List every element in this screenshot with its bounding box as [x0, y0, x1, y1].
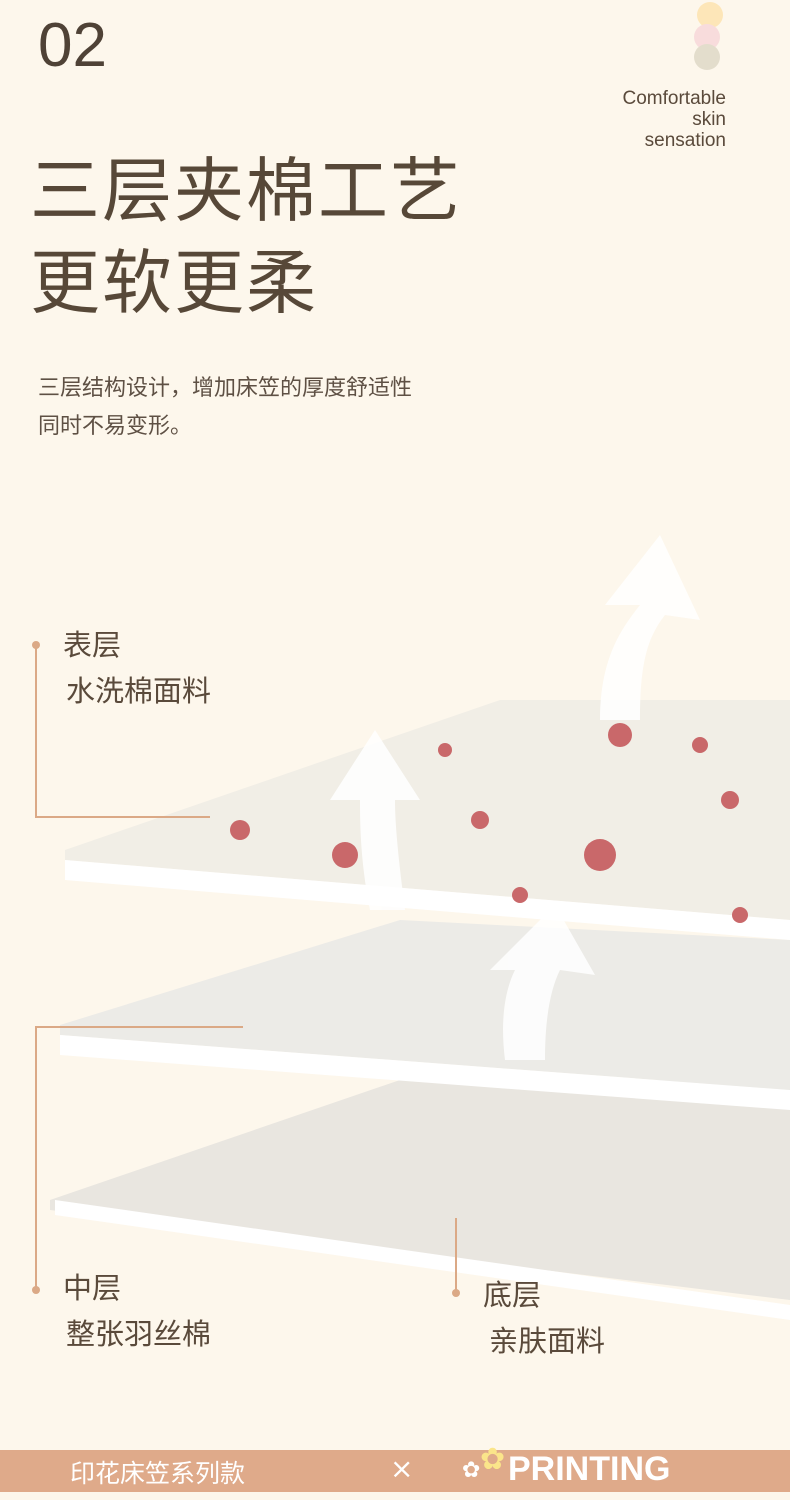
callout-line — [35, 1026, 37, 1288]
callout-line — [35, 816, 210, 818]
decor-dot — [694, 44, 720, 70]
middle-layer-edge — [60, 1035, 790, 1110]
page-title: 三层夹棉工艺 更软更柔 — [30, 145, 462, 329]
bottom-layer-edge — [55, 1200, 790, 1320]
bottom-layer-label: 底层 亲肤面料 — [483, 1272, 605, 1364]
flower-icon: ✿ — [462, 1458, 481, 1483]
title-line: 三层夹棉工艺 — [30, 150, 462, 232]
layer-material: 亲肤面料 — [489, 1324, 606, 1358]
layer-material: 整张羽丝棉 — [66, 1317, 212, 1351]
flower-icon: ✿ — [480, 1442, 506, 1477]
description-line: 三层结构设计，增加床笠的厚度舒适性 — [38, 376, 413, 401]
layer-material: 水洗棉面料 — [66, 674, 212, 708]
tagline-line: sensation — [644, 130, 726, 151]
middle-layer — [60, 920, 790, 1090]
series-banner: 印花床笠系列款 × ✿ ✿ PRINTING — [0, 1442, 790, 1492]
middle-layer-label: 中层 整张羽丝棉 — [63, 1265, 211, 1357]
floral-pattern — [230, 723, 748, 923]
tagline: Comfortable skin sensation — [623, 88, 727, 151]
top-layer-label: 表层 水洗棉面料 — [63, 622, 211, 714]
callout-dot — [32, 1286, 40, 1294]
arrow-icons — [330, 535, 700, 1060]
layer-name: 底层 — [483, 1278, 542, 1312]
description-line: 同时不易变形。 — [38, 414, 193, 439]
series-name: 印花床笠系列款 — [70, 1459, 246, 1488]
callout-line — [35, 645, 37, 817]
layers-illustration — [50, 535, 790, 1320]
bottom-layer — [50, 1080, 790, 1300]
layer-name: 中层 — [63, 1271, 122, 1305]
tagline-line: skin — [692, 109, 726, 130]
section-number: 02 — [38, 11, 107, 80]
layer-name: 表层 — [63, 628, 122, 662]
printing-label: PRINTING — [508, 1450, 671, 1488]
description: 三层结构设计，增加床笠的厚度舒适性 同时不易变形。 — [38, 370, 412, 446]
tagline-line: Comfortable — [622, 88, 727, 109]
callout-line — [455, 1218, 457, 1293]
separator: × — [390, 1452, 414, 1485]
callout-line — [35, 1026, 243, 1028]
title-line: 更软更柔 — [30, 242, 318, 324]
top-layer-edge — [65, 860, 790, 940]
decor-dot — [697, 2, 723, 28]
callout-dot — [452, 1289, 460, 1297]
